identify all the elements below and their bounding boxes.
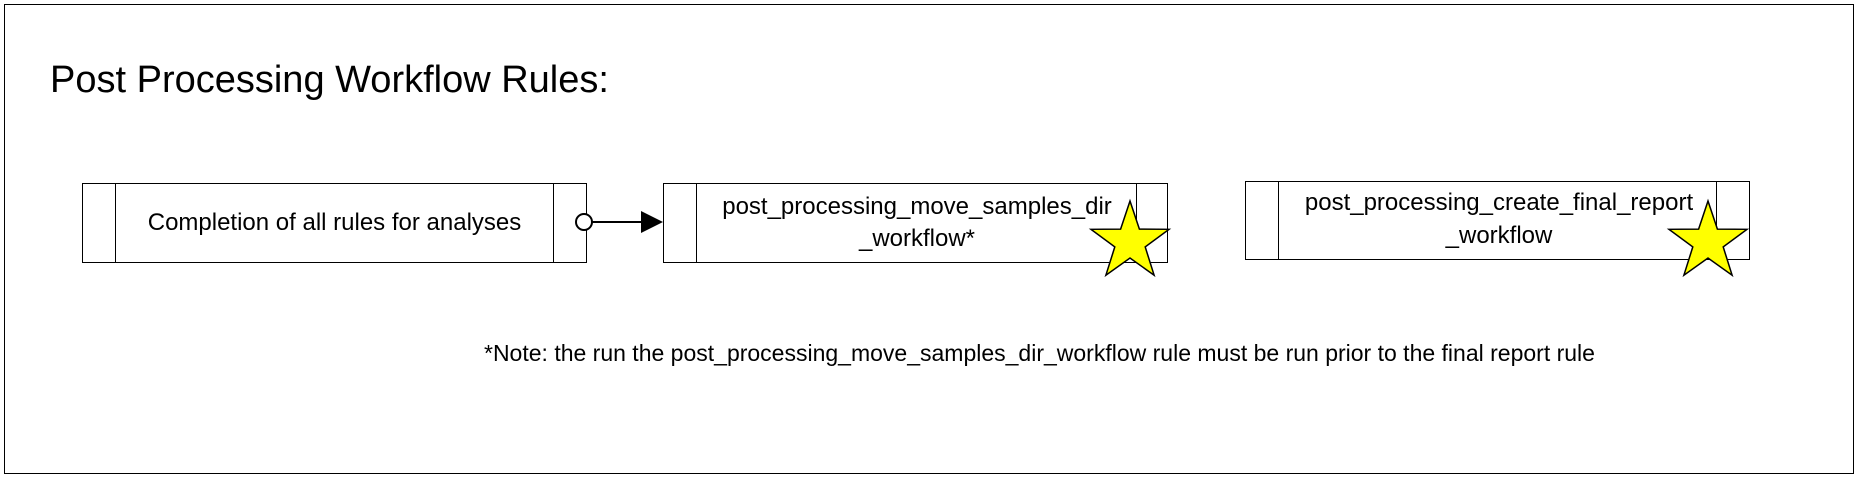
box-left-bar [1278,182,1279,259]
box-label: Completion of all rules for analyses [147,208,522,236]
diagram-title: Post Processing Workflow Rules: [50,59,609,101]
process-box-move-samples-dir: post_processing_move_samples_dir _workfl… [663,183,1168,263]
box-left-bar [115,184,116,262]
process-box-create-final-report: post_processing_create_final_report _wor… [1245,181,1750,260]
box-label: post_processing_create_final_report _wor… [1304,189,1694,249]
process-box-analyses-completion: Completion of all rules for analyses [82,183,587,263]
diagram-frame [4,4,1854,474]
box-label: post_processing_move_samples_dir _workfl… [722,192,1112,252]
box-right-bar [553,184,554,262]
box-left-bar [696,184,697,262]
workflow-note: *Note: the run the post_processing_move_… [484,340,1595,366]
